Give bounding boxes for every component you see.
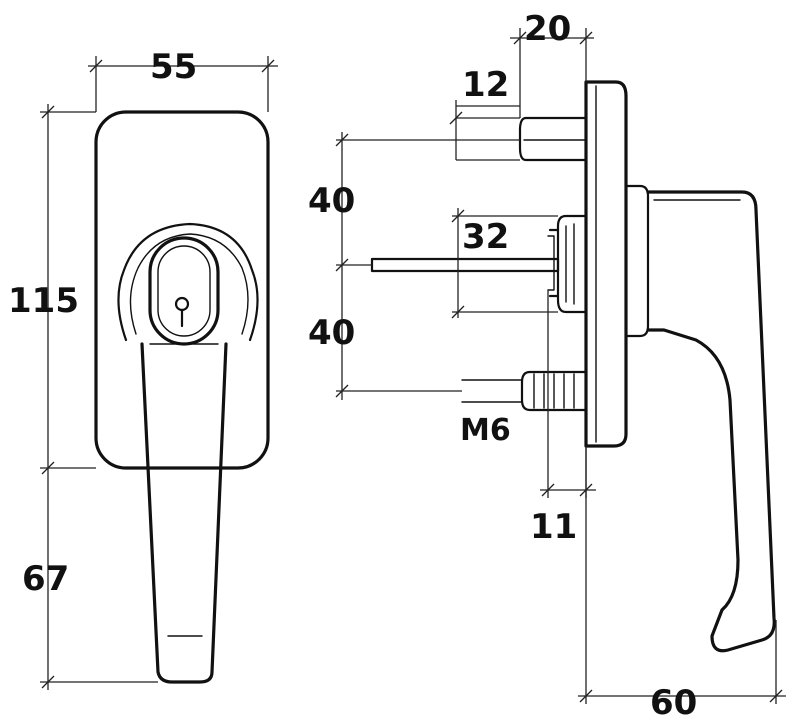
side-lever bbox=[646, 190, 776, 653]
front-boss bbox=[117, 222, 259, 342]
lock-cylinder bbox=[148, 236, 220, 346]
dimension-labels: 55 115 67 20 12 40 40 32 M6 11 60 bbox=[8, 9, 697, 723]
square-spindle bbox=[370, 257, 560, 273]
upper-spindle bbox=[518, 116, 588, 162]
dim-plate-offset: 11 bbox=[530, 507, 577, 547]
dim-thread: M6 bbox=[460, 413, 511, 448]
keyhole bbox=[174, 296, 190, 312]
front-rose-plate bbox=[94, 110, 270, 470]
threaded-stud bbox=[520, 370, 588, 412]
front-lever bbox=[140, 342, 228, 684]
dim-front-width: 55 bbox=[150, 47, 197, 87]
dim-screw-pitch-lower: 40 bbox=[308, 313, 355, 353]
front-view bbox=[94, 110, 270, 684]
side-view bbox=[370, 80, 776, 653]
dim-front-height: 115 bbox=[8, 281, 79, 321]
dim-spindle-length: 12 bbox=[462, 65, 509, 105]
dim-handle-length: 67 bbox=[22, 559, 69, 599]
side-rose-plate bbox=[584, 80, 628, 448]
dim-side-projection: 60 bbox=[650, 683, 697, 723]
cam-boss bbox=[556, 214, 588, 314]
dimension-lines bbox=[40, 28, 786, 704]
dim-rose-thickness: 20 bbox=[524, 9, 571, 49]
dim-screw-pitch-upper: 40 bbox=[308, 181, 355, 221]
dim-boss-length: 32 bbox=[462, 217, 509, 257]
